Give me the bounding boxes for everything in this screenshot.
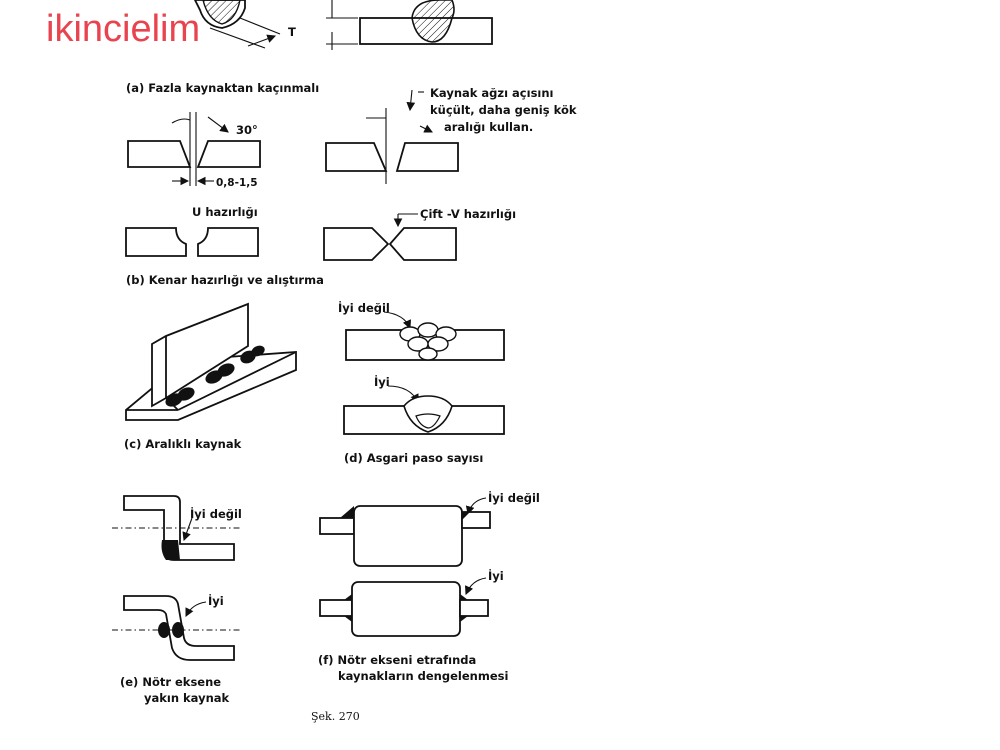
caption-f-line2: kaynakların dengelenmesi — [338, 669, 508, 683]
section-e: İyi değil İyi (e) Nötr eksene yakın kayn… — [112, 495, 242, 705]
caption-d: (d) Asgari paso sayısı — [344, 451, 483, 465]
f-good-weld-1 — [344, 594, 352, 600]
v-plate-right-2 — [395, 142, 459, 172]
caption-f-line1: (f) Nötr ekseni etrafında — [318, 653, 476, 667]
note-arrow-b2b — [419, 124, 433, 133]
caption-c: (c) Aralıklı kaynak — [124, 437, 242, 451]
weld-bead-4 — [217, 363, 235, 377]
weld-bead-2 — [177, 387, 195, 401]
angle-label: 30° — [236, 123, 258, 137]
caption-e-line1: (e) Nötr eksene — [120, 675, 221, 689]
f-good-stub-left — [319, 599, 353, 617]
watermark-title: ikincielim — [46, 8, 201, 50]
f-good-label: İyi — [488, 568, 504, 583]
e-bad-arrow — [182, 517, 193, 542]
d-bad-label: İyi değil — [338, 300, 390, 315]
weld-bead-6 — [251, 345, 265, 357]
d-good-label: İyi — [374, 374, 390, 389]
double-v-plate-left — [323, 227, 390, 261]
figure-reference: Şek. 270 — [311, 710, 360, 723]
d-root-pass — [415, 413, 441, 429]
hatched-weld-a-left — [202, 0, 241, 25]
e-bad-label: İyi değil — [190, 506, 242, 521]
v-plate-right-1 — [196, 140, 261, 168]
f-good-weld-2 — [344, 616, 352, 622]
note-line1: Kaynak ağzı açısını — [430, 86, 553, 100]
dimension-t-label: T — [288, 25, 296, 39]
caption-e-line2: yakın kaynak — [144, 691, 230, 705]
u-label: U hazırlığı — [192, 205, 258, 219]
dimension-arrow-a — [247, 34, 277, 47]
f-good-body — [351, 581, 461, 637]
f-good-stub-right — [459, 599, 489, 617]
section-f: İyi değil İyi (f) Nötr ekseni etrafında … — [318, 490, 540, 683]
base-plate-ridge-c — [177, 351, 297, 411]
f-bad-label: İyi değil — [488, 490, 540, 505]
hatched-weld-a-right — [411, 0, 455, 43]
note-line3: aralığı kullan. — [444, 120, 533, 134]
note-arrow-b2a — [406, 89, 416, 112]
d-multipass-weld — [399, 322, 457, 361]
v-plate-left-2 — [325, 142, 388, 172]
dimension-line-a1 — [209, 27, 266, 49]
e-bad-weld — [161, 540, 180, 560]
e-good-weld-left — [158, 622, 170, 638]
pass-2 — [417, 322, 439, 338]
u-plate-left — [125, 227, 187, 257]
f-good-weld-4 — [460, 616, 468, 622]
section-c: (c) Aralıklı kaynak — [124, 302, 297, 451]
f-bad-body — [353, 505, 463, 567]
f-good-arrow — [464, 577, 487, 596]
pass-5 — [427, 336, 449, 352]
caption-a: (a) Fazla kaynaktan kaçınmalı — [126, 81, 319, 95]
double-v-plate-right — [388, 227, 457, 261]
dimension-line-a2 — [239, 17, 281, 35]
section-a: T (a) Fazla kaynaktan kaçınmalı — [126, 0, 493, 95]
gap-label: 0,8-1,5 — [216, 177, 258, 189]
d-bad-arrow — [383, 311, 412, 330]
pass-6 — [418, 347, 438, 361]
e-good-weld-right — [172, 622, 184, 638]
e-good-label: İyi — [208, 593, 224, 608]
f-bad-weld-1 — [340, 506, 354, 518]
caption-b: (b) Kenar hazırlığı ve alıştırma — [126, 273, 324, 287]
f-bad-weld-2 — [462, 512, 470, 520]
f-bad-stub-left — [319, 517, 355, 535]
f-good-weld-3 — [460, 594, 468, 600]
section-d: İyi değil İyi (d) Asgari paso sayısı — [338, 300, 505, 465]
v-plate-left-1 — [127, 140, 192, 168]
u-plate-right — [197, 227, 259, 257]
angle-arc-left — [171, 118, 191, 124]
stitch-weld-beads — [165, 345, 265, 407]
section-b: 30° 0,8-1,5 Kaynak ağzı açısını küçült, … — [125, 86, 577, 287]
double-v-label: Çift -V hazırlığı — [420, 207, 516, 221]
note-line2: küçült, daha geniş kök — [430, 103, 577, 117]
angle-arrow — [207, 116, 229, 133]
e-good-arrow — [185, 601, 207, 617]
